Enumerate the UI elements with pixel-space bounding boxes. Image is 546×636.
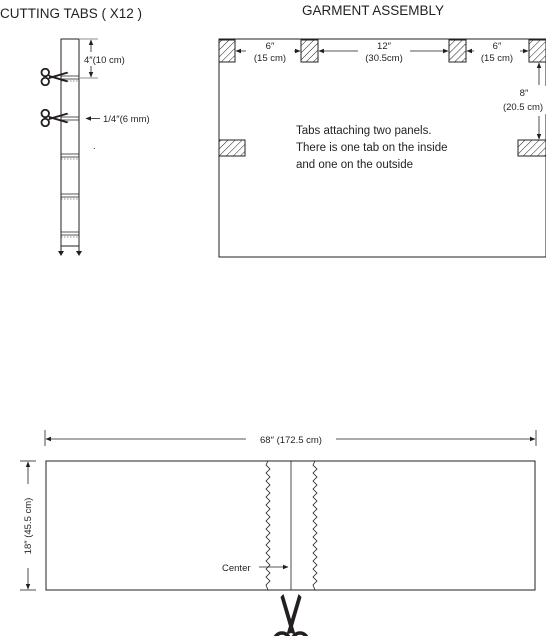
height-label: 18″ (45.5 cm) — [23, 498, 34, 555]
dim-4in-label: 4″(10 cm) — [84, 55, 125, 66]
dim-left-in: 6″ — [266, 41, 275, 52]
hatched-tab-icon — [528, 39, 546, 63]
dim-vertical-in: 8″ — [520, 88, 529, 99]
dim-quarter-label: 1/4″(6 mm) — [103, 114, 150, 125]
assembly-note-line-2: There is one tab on the inside — [296, 142, 448, 154]
label-bg — [358, 40, 410, 64]
label-bg — [474, 40, 520, 64]
dim-right-cm: (15 cm) — [481, 53, 513, 64]
garment-assembly-section: GARMENT ASSEMBLY 6″ (15 cm) 12″ (30.5cm)… — [218, 3, 546, 258]
width-label: 68″ (172.5 cm) — [260, 435, 322, 446]
dim-right-in: 6″ — [493, 41, 502, 52]
hatched-tab-icon — [218, 139, 246, 157]
strip-cut-lines — [61, 75, 79, 236]
assembly-note-line-1: Tabs attaching two panels. — [296, 125, 432, 137]
fabric-cut-section: 68″ (172.5 cm) 18″ (45.5 cm) Center — [20, 430, 537, 636]
dim-left-cm: (15 cm) — [254, 53, 286, 64]
center-label: Center — [222, 563, 251, 574]
dim-middle-cm: (30.5cm) — [365, 53, 402, 64]
scissors-icon — [40, 109, 70, 127]
fabric-panel — [45, 460, 536, 591]
zigzag-cut-line — [265, 460, 271, 591]
dim-vertical-cm: (20.5 cm) — [503, 102, 543, 113]
hatched-tab-icon — [218, 39, 236, 63]
hatched-tab-icon — [448, 39, 467, 63]
scissors-icon — [273, 592, 309, 636]
label-bg — [246, 40, 294, 64]
hatched-tab-icon — [517, 139, 546, 157]
label-bg — [498, 86, 546, 114]
garment-assembly-title: GARMENT ASSEMBLY — [302, 3, 444, 18]
hatched-tab-icon — [300, 39, 319, 63]
strip-dash-lines — [61, 80, 79, 238]
dim-middle-in: 12″ — [377, 41, 392, 52]
assembly-note-line-3: and one on the outside — [296, 159, 413, 171]
arrow-icon — [76, 251, 82, 256]
scissors-icon — [40, 68, 70, 86]
stray-mark: . — [93, 141, 96, 152]
zigzag-cut-line — [312, 460, 318, 591]
tab-strip — [60, 38, 80, 247]
arrow-icon — [58, 251, 64, 256]
cutting-tabs-section: CUTTING TABS ( X12 ) 4″(10 cm) — [0, 6, 150, 256]
cutting-tabs-title: CUTTING TABS ( X12 ) — [0, 6, 142, 21]
